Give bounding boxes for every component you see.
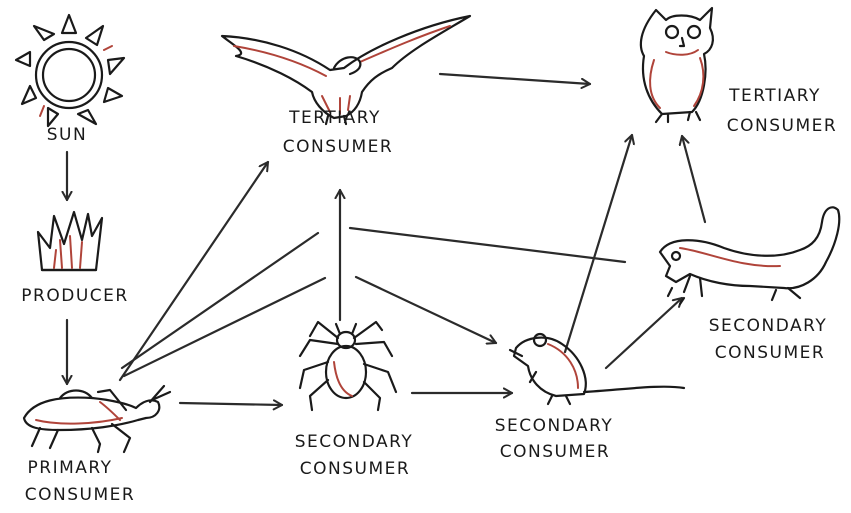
- mouse-label-2: CONSUMER: [500, 442, 610, 462]
- primary-label-2: CONSUMER: [25, 485, 135, 505]
- weasel-label-2: CONSUMER: [715, 343, 825, 363]
- arrow-weasel-to-owl: [682, 134, 707, 224]
- primary-label-1: PRIMARY: [28, 458, 113, 478]
- grass-icon: [36, 210, 104, 272]
- eagle-label-2: CONSUMER: [283, 137, 393, 157]
- spider-label-2: CONSUMER: [300, 459, 410, 479]
- owl-label-2: CONSUMER: [727, 116, 837, 136]
- arrow-primary-to-spider: [178, 403, 284, 405]
- mouse-icon: [508, 332, 686, 406]
- eagle-icon: [220, 14, 472, 126]
- arrow-eagle-to-owl: [438, 72, 592, 84]
- eagle-label-1: TERTIARY: [288, 108, 381, 128]
- arrow-mouse-to-weasel: [604, 296, 684, 370]
- owl-label-1: TERTIARY: [728, 86, 821, 106]
- labels: SUN PRODUCER PRIMARY CONSUMER TERTIARY C…: [21, 86, 837, 505]
- arrow-primary-to-mouse: [122, 276, 327, 378]
- arrows: [67, 72, 707, 405]
- spider-icon: [298, 320, 398, 412]
- arrow-weasel-line: [348, 226, 627, 264]
- weasel-label-1: SECONDARY: [709, 316, 828, 336]
- sun-icon: [14, 13, 126, 128]
- spider-label-1: SECONDARY: [295, 432, 414, 452]
- grasshopper-icon: [22, 384, 172, 454]
- owl-icon: [639, 6, 714, 124]
- sun-label: SUN: [47, 125, 87, 145]
- producer-label: PRODUCER: [21, 286, 128, 306]
- weasel-icon: [658, 206, 841, 306]
- arrow-primary-to-weasel: [120, 231, 320, 370]
- mouse-label-1: SECONDARY: [495, 416, 614, 436]
- arrow-to-mouse: [354, 275, 498, 343]
- arrow-primary-to-eagle: [118, 160, 270, 382]
- arrow-mouse-to-owl: [563, 133, 632, 354]
